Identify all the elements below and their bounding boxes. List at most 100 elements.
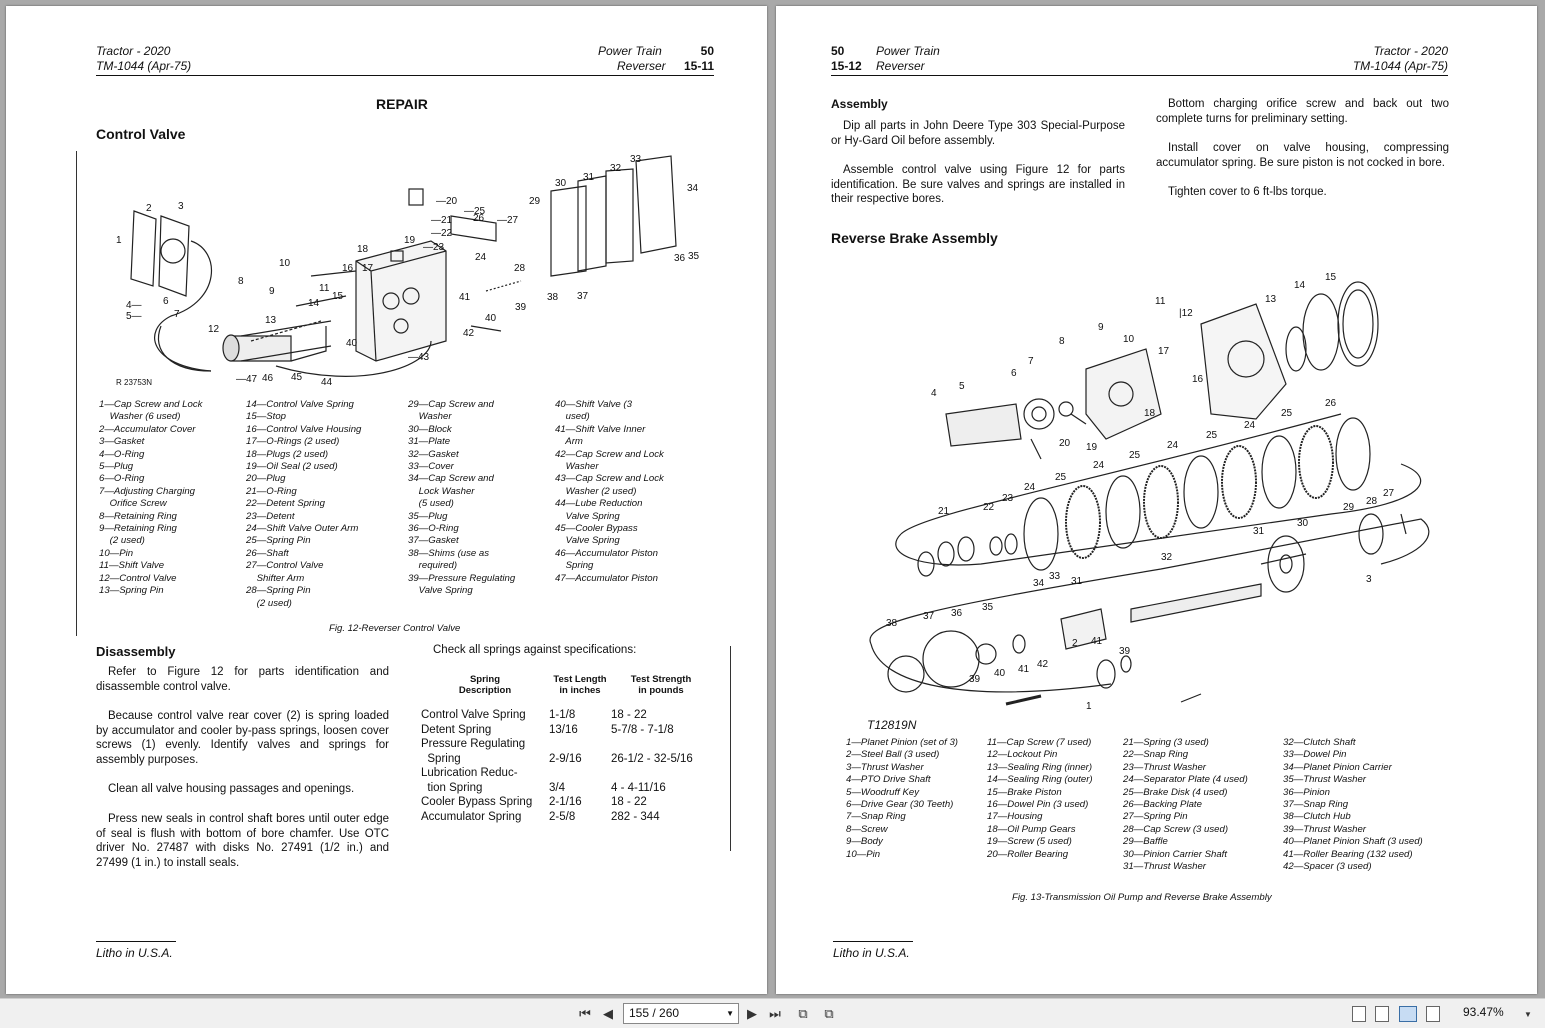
chevron-down-icon: ▼ <box>726 1009 734 1018</box>
svg-text:13: 13 <box>265 315 277 326</box>
svg-text:9: 9 <box>1098 322 1104 333</box>
svg-text:29: 29 <box>529 196 541 207</box>
header-right: Power Train Reverser <box>598 44 666 73</box>
document-viewport[interactable]: Tractor - 2020 TM-1044 (Apr-75) Power Tr… <box>0 0 1545 998</box>
svg-text:16: 16 <box>342 263 354 274</box>
last-page-icon[interactable]: ⏭ <box>769 1006 781 1021</box>
section-title: Reverse Brake Assembly <box>831 230 998 246</box>
svg-text:37: 37 <box>577 291 589 302</box>
fit-page-icon[interactable]: ⧉ <box>798 1006 808 1021</box>
svg-text:14: 14 <box>308 298 320 309</box>
svg-text:—22: —22 <box>431 228 453 239</box>
svg-text:27: 27 <box>1383 488 1395 499</box>
paragraph: Refer to Figure 12 for parts identificat… <box>96 666 389 693</box>
prev-page-icon[interactable]: ◀ <box>603 1006 613 1021</box>
zoom-level[interactable]: 93.47% <box>1463 1005 1504 1019</box>
continuous-view-icon[interactable] <box>1375 1006 1389 1022</box>
header-page-numbers: 50 15-11 <box>683 44 714 73</box>
svg-text:—23: —23 <box>423 242 445 253</box>
svg-text:2: 2 <box>1072 638 1078 649</box>
table-header: Test Strength in pounds <box>630 674 692 696</box>
svg-text:46: 46 <box>262 373 274 384</box>
paragraph: Press new seals in control shaft bores u… <box>96 813 389 869</box>
paragraph: Bottom charging orifice screw and back o… <box>1156 98 1449 125</box>
svg-text:26: 26 <box>473 213 485 224</box>
svg-text:—21: —21 <box>431 215 453 226</box>
svg-text:26: 26 <box>1325 398 1337 409</box>
svg-text:1: 1 <box>1086 701 1092 712</box>
spec-intro: Check all springs against specifications… <box>433 644 637 656</box>
svg-text:18: 18 <box>1144 408 1156 419</box>
figure-code: T12819N <box>867 718 917 732</box>
svg-text:7: 7 <box>174 309 180 320</box>
header-manual: TM-1044 (Apr-75) <box>96 59 192 73</box>
header-page-numbers: 50 15-12 <box>831 44 862 73</box>
svg-text:36: 36 <box>951 608 963 619</box>
svg-text:31: 31 <box>583 172 595 183</box>
svg-text:17: 17 <box>1158 346 1170 357</box>
svg-text:39: 39 <box>969 674 981 685</box>
figure-13-caption: Fig. 13-Transmission Oil Pump and Revers… <box>1012 892 1272 903</box>
svg-text:31: 31 <box>1253 526 1265 537</box>
svg-text:39: 39 <box>1119 646 1131 657</box>
svg-text:10: 10 <box>1123 334 1135 345</box>
svg-text:40: 40 <box>346 338 358 349</box>
single-page-view-icon[interactable] <box>1352 1006 1366 1022</box>
svg-text:24: 24 <box>1167 440 1179 451</box>
first-page-icon[interactable]: ⏮ <box>579 1006 591 1021</box>
svg-text:30: 30 <box>1297 518 1309 529</box>
svg-text:36: 36 <box>674 253 686 264</box>
page-selector[interactable]: 155 / 260 ▼ <box>623 1003 739 1024</box>
footer-rule <box>96 941 176 942</box>
facing-pages-view-icon[interactable] <box>1399 1006 1417 1022</box>
spring-spec-table: Spring Description Test Length in inches… <box>421 674 711 824</box>
svg-text:42: 42 <box>1037 659 1049 670</box>
footer-rule <box>833 941 913 942</box>
svg-text:9: 9 <box>269 286 275 297</box>
assembly-title: Assembly <box>831 97 888 111</box>
zoom-dropdown-icon[interactable]: ▼ <box>1524 1009 1532 1019</box>
next-page-icon[interactable]: ▶ <box>747 1006 757 1021</box>
svg-text:—27: —27 <box>497 215 519 226</box>
fit-width-icon[interactable]: ⧉ <box>824 1006 834 1021</box>
svg-text:25: 25 <box>1055 472 1067 483</box>
svg-text:11: 11 <box>319 283 330 294</box>
svg-text:13: 13 <box>1265 294 1277 305</box>
svg-text:—20: —20 <box>436 196 458 207</box>
continuous-facing-view-icon[interactable] <box>1426 1006 1440 1022</box>
header-right: Tractor - 2020 TM-1044 (Apr-75) <box>1352 44 1448 73</box>
header-left: Tractor - 2020 TM-1044 (Apr-75) <box>96 44 191 74</box>
svg-text:41: 41 <box>1091 636 1103 647</box>
table-header: Spring Description <box>458 674 512 696</box>
svg-text:41: 41 <box>459 292 471 303</box>
disassembly-title: Disassembly <box>96 644 176 659</box>
paragraph: Tighten cover to 6 ft-lbs torque. <box>1168 186 1327 198</box>
margin-bar <box>76 151 77 636</box>
paragraph: Dip all parts in John Deere Type 303 Spe… <box>831 120 1125 147</box>
svg-text:44: 44 <box>321 377 333 388</box>
svg-text:34: 34 <box>687 183 699 194</box>
svg-text:35: 35 <box>688 251 700 262</box>
svg-text:32: 32 <box>610 163 622 174</box>
svg-text:1: 1 <box>116 235 122 246</box>
svg-text:30: 30 <box>555 178 567 189</box>
subsection-title: Control Valve <box>96 126 186 142</box>
table-header: Test Length in inches <box>553 674 607 696</box>
svg-text:19: 19 <box>404 235 416 246</box>
svg-text:—25: —25 <box>464 206 486 217</box>
header-title: Tractor - 2020 <box>96 44 171 58</box>
svg-text:24: 24 <box>1024 482 1036 493</box>
svg-text:6: 6 <box>1011 368 1017 379</box>
svg-text:25: 25 <box>1206 430 1218 441</box>
